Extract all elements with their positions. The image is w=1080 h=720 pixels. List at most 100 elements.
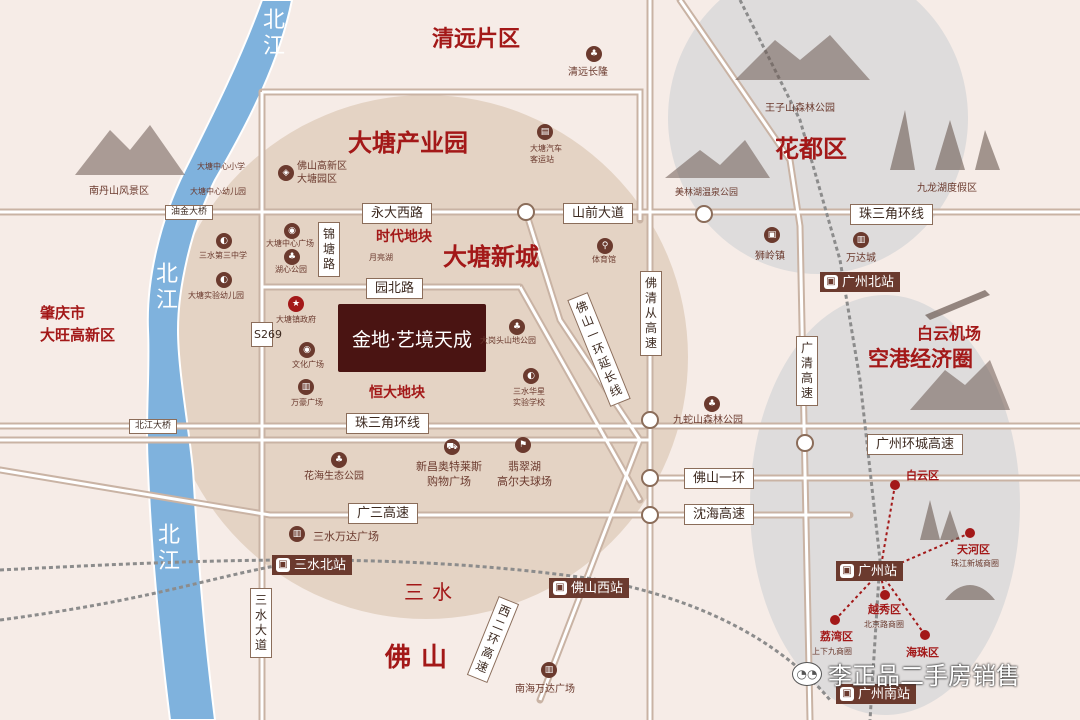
station-guangzhou[interactable]: ▣ 广州站	[836, 561, 904, 581]
poi-outlets: 新昌奥特莱斯 购物广场	[416, 460, 482, 488]
wechat-icon: ◔◔	[792, 661, 822, 686]
station-guangzhou-north[interactable]: ▣ 广州北站	[820, 272, 901, 292]
poi-gym: 体育馆	[592, 255, 616, 264]
mountain-sketches	[75, 35, 1010, 600]
road-jintang: 锦塘路	[318, 222, 340, 277]
road-zhusanjiao-north: 珠三角环线	[850, 204, 934, 225]
poi-huahai-park: 花海生态公园	[304, 471, 364, 482]
project-marker[interactable]: 金地·艺境天成	[338, 304, 486, 372]
bus-icon: ▤	[537, 124, 553, 140]
school-icon: ◐	[523, 368, 539, 384]
district-liwan: 荔湾区	[820, 630, 853, 643]
road-guangqing: 广清高速	[796, 336, 818, 406]
shidai-plot[interactable]: 时代地块	[376, 229, 432, 245]
poi-datang-gov: 大塘镇政府	[276, 315, 316, 324]
hengda-plot[interactable]: 恒大地块	[369, 385, 425, 401]
mall-icon: ▥	[289, 526, 305, 542]
shopping-cart-icon: ⛟	[444, 439, 460, 455]
poi-huxin-park: 湖心公园	[275, 265, 307, 274]
poi-datang-exp-kinder: 大塘实验幼儿园	[188, 291, 244, 300]
road-guangzhou-ring: 广州环城高速	[867, 434, 964, 455]
poi-dagangtou-park: 大岗头山地公园	[480, 336, 536, 345]
region-airport-zone: 空港经济圈	[868, 346, 973, 371]
district-yuexiu: 越秀区	[868, 603, 901, 616]
district-tianhe: 天河区	[957, 543, 990, 556]
shiling-icon: ▣	[764, 227, 780, 243]
poi-datang-kinder: 大塘中心幼儿园	[190, 187, 246, 196]
road-sanshui-ave: 三水大道	[250, 588, 272, 658]
poi-datang-center-sq: 大塘中心广场	[266, 239, 314, 248]
poi-sanshui-huaxing: 三水华星 实验学校	[513, 387, 545, 407]
poi-wangzishan: 王子山森林公园	[765, 103, 835, 114]
poi-meilin-lake: 美林湖温泉公园	[675, 188, 739, 198]
poi-sanshui-wanda: 三水万达广场	[313, 530, 379, 543]
golf-icon: ⚑	[515, 437, 531, 453]
poi-jiulong-lake: 九龙湖度假区	[917, 183, 977, 194]
datang-new-city: 大塘新城	[443, 242, 539, 271]
train-icon: ▣	[824, 275, 838, 289]
station-label: 广州南站	[858, 686, 911, 702]
cbd-shangxiajiu: 上下九商圈	[812, 647, 852, 656]
region-huadu: 花都区	[775, 134, 847, 163]
road-foshan-ring1: 佛山一环	[684, 468, 755, 489]
station-sanshui-north[interactable]: ▣ 三水北站	[272, 555, 353, 575]
poi-nandanshan: 南丹山风景区	[89, 186, 149, 197]
train-icon: ▣	[840, 564, 854, 578]
mall-icon: ▥	[298, 379, 314, 395]
station-guangzhou-south[interactable]: ▣ 广州南站	[836, 684, 917, 704]
school-icon: ◐	[216, 272, 232, 288]
station-label: 广州北站	[842, 274, 895, 290]
mall-icon: ▥	[541, 662, 557, 678]
station-foshan-west[interactable]: ▣ 佛山西站	[549, 578, 630, 598]
plaza-icon: ◉	[284, 223, 300, 239]
train-icon: ▣	[276, 558, 290, 572]
road-yongda-xi: 永大西路	[362, 203, 433, 224]
region-qingyuan: 清远片区	[432, 26, 521, 52]
station-label: 三水北站	[294, 557, 347, 573]
beijiang-bridge: 北江大桥	[129, 419, 178, 434]
youjin-bridge: 油金大桥	[165, 205, 214, 220]
region-zhaoqing: 肇庆市 大旺高新区	[40, 304, 116, 344]
district-baiyun: 白云区	[906, 469, 939, 482]
datang-industrial-park: 大塘产业园	[348, 128, 468, 157]
poi-yueliang-lake: 月亮湖	[369, 253, 393, 262]
train-icon: ▣	[553, 581, 567, 595]
factory-icon: ◈	[278, 165, 294, 181]
road-yuanbei: 园北路	[366, 278, 424, 299]
road-foqing: 佛清从高速	[640, 271, 662, 356]
wanda-icon: ▥	[853, 232, 869, 248]
school-icon: ◐	[216, 233, 232, 249]
poi-foshan-hitech: 佛山高新区 大塘园区	[297, 161, 347, 185]
station-label: 佛山西站	[571, 580, 624, 596]
watermark: ◔◔ 李正品二手房销售	[792, 656, 1020, 691]
poi-sanshui-no3: 三水第三中学	[199, 251, 247, 260]
poi-golf: 翡翠湖 高尔夫球场	[497, 460, 552, 488]
government-star-icon: ★	[288, 296, 304, 312]
station-label: 广州站	[858, 563, 898, 579]
beijiang-label-2: 北江	[155, 262, 178, 313]
beijiang-label-3: 北江	[157, 523, 180, 574]
poi-datang-bus: 大塘汽车 客运站	[530, 144, 562, 164]
road-zhusanjiao-south: 珠三角环线	[346, 413, 430, 434]
gym-icon: ⚲	[597, 238, 613, 254]
watermark-text: 李正品二手房销售	[828, 662, 1020, 690]
tree-icon: ♣	[331, 452, 347, 468]
road-s269: S269	[251, 322, 282, 347]
region-foshan: 佛山	[385, 643, 458, 673]
cbd-zhujiang: 珠江新城商圈	[951, 559, 999, 568]
poi-nanhai-wanda: 南海万达广场	[515, 684, 575, 695]
poi-qingyuan-changlong: 清远长隆	[568, 67, 608, 78]
train-icon: ▣	[840, 687, 854, 701]
beijiang-label-1: 北江	[262, 8, 285, 59]
road-shanqian: 山前大道	[563, 203, 634, 224]
poi-wanda-city: 万达城	[846, 253, 876, 264]
road-guangsan: 广三高速	[348, 503, 419, 524]
district-haizhu: 海珠区	[906, 646, 939, 659]
region-sanshui: 三水	[404, 580, 460, 604]
tree-icon: ♣	[509, 319, 525, 335]
road-shenhai: 沈海高速	[684, 504, 755, 525]
region-airport-top: 白云机场	[917, 324, 982, 343]
plaza-icon: ◉	[299, 342, 315, 358]
